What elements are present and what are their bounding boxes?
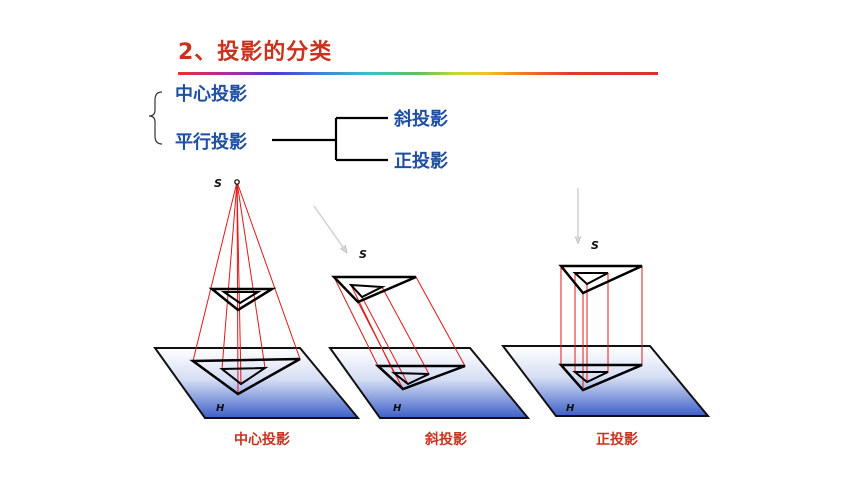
plane-label: H <box>566 403 575 414</box>
figure-oblique-projection: S H <box>313 205 531 419</box>
projection-direction-arrow <box>313 205 345 250</box>
plane-label: H <box>216 403 225 414</box>
source-label: S <box>214 177 222 190</box>
figure-central-projection: S H <box>153 177 361 419</box>
source-label: S <box>359 248 367 261</box>
label-parallel-projection: 平行投影 <box>175 132 247 153</box>
source-label: S <box>591 239 599 252</box>
classification-brace <box>148 91 163 145</box>
plane-label: H <box>393 403 402 414</box>
projection-center-point <box>234 179 240 185</box>
projected-triangle <box>189 357 301 396</box>
label-central-projection: 中心投影 <box>175 84 247 105</box>
label-oblique-projection: 斜投影 <box>394 109 448 130</box>
object-triangle <box>558 264 643 295</box>
label-orthographic-projection: 正投影 <box>394 151 448 172</box>
slide-title: 2、投影的分类 <box>178 40 333 65</box>
object-triangle <box>208 287 277 312</box>
figure-orthographic-projection: S H <box>500 188 711 417</box>
projected-triangle <box>374 364 466 391</box>
caption-orthographic-projection: 正投影 <box>596 432 638 448</box>
caption-oblique-projection: 斜投影 <box>425 432 467 448</box>
projected-triangle <box>558 363 643 392</box>
caption-central-projection: 中心投影 <box>234 432 290 448</box>
projection-plane-h <box>328 347 531 419</box>
object-triangle <box>331 275 417 304</box>
projection-rays <box>560 266 643 390</box>
projection-rays <box>192 181 301 395</box>
title-underline <box>178 72 658 75</box>
